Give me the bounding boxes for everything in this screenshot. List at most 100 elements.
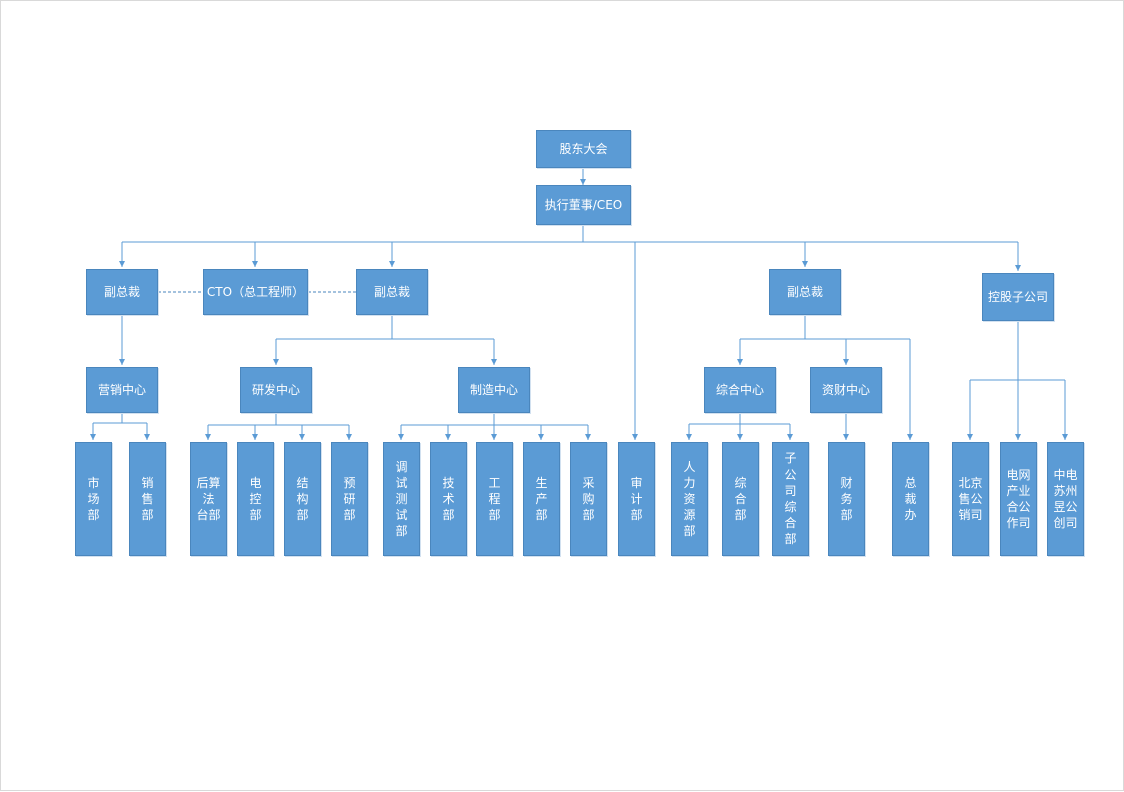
label-char: 合 <box>734 491 747 506</box>
label-row: 创司 <box>1053 516 1078 531</box>
node-ceo[interactable]: 执行董事/CEO <box>536 185 631 225</box>
label-row: 北京 <box>958 475 983 490</box>
node-finance-center[interactable]: 资财中心 <box>810 367 882 413</box>
label-char: 测 <box>395 491 408 506</box>
node-purchase-dept[interactable]: 采购部 <box>570 442 607 556</box>
label-char: 调 <box>395 459 408 474</box>
node-holding-subsidiary[interactable]: 控股子公司 <box>982 273 1054 321</box>
node-vp-mid[interactable]: 副总裁 <box>356 269 428 315</box>
label-char: 程 <box>488 491 501 506</box>
node-subsidiary-general-dept[interactable]: 子公司综合部 <box>772 442 809 556</box>
label-char: 财 <box>840 475 853 490</box>
label-row: 销司 <box>958 508 983 523</box>
label-row: 作司 <box>1006 516 1031 531</box>
label-char: 预 <box>343 475 356 490</box>
node-president-office[interactable]: 总裁办 <box>892 442 929 556</box>
node-rd-center[interactable]: 研发中心 <box>240 367 312 413</box>
label-char: 综 <box>734 475 747 490</box>
label-char: 人 <box>683 459 696 474</box>
label-char: 裁 <box>904 491 917 506</box>
node-debug-test-dept[interactable]: 调试测试部 <box>383 442 420 556</box>
label-char: 部 <box>343 508 356 523</box>
label-char: 部 <box>395 524 408 539</box>
node-power-grid-jv-co[interactable]: 电网产业合公作司 <box>1000 442 1037 556</box>
node-pre-research-dept[interactable]: 预研部 <box>331 442 368 556</box>
node-market-dept[interactable]: 市场部 <box>75 442 112 556</box>
label-char: 部 <box>582 508 595 523</box>
label-char: 部 <box>630 508 643 523</box>
node-marketing-center[interactable]: 营销中心 <box>86 367 158 413</box>
node-suzhou-dianyu-co[interactable]: 中电苏州昱公创司 <box>1047 442 1084 556</box>
node-finance-dept[interactable]: 财务部 <box>828 442 865 556</box>
node-sales-dept[interactable]: 销售部 <box>129 442 166 556</box>
label-char: 公 <box>784 467 797 482</box>
label-char: 产 <box>535 491 548 506</box>
label-char: 生 <box>535 475 548 490</box>
label-row: 昱公 <box>1053 500 1078 514</box>
label-char: 办 <box>904 508 917 523</box>
node-production-dept[interactable]: 生产部 <box>523 442 560 556</box>
node-algo-platform-dept[interactable]: 后算法台部 <box>190 442 227 556</box>
node-cto[interactable]: CTO（总工程师） <box>203 269 308 315</box>
label-char: 技 <box>442 475 455 490</box>
label-char: 源 <box>683 508 696 523</box>
label-char: 构 <box>296 491 309 506</box>
label-char: 审 <box>630 475 643 490</box>
label-char: 控 <box>249 491 262 506</box>
label-row: 售公 <box>958 491 983 506</box>
label-row: 中电 <box>1053 467 1078 482</box>
node-audit-dept[interactable]: 审计部 <box>618 442 655 556</box>
label-char: 子 <box>784 451 797 466</box>
node-general-dept[interactable]: 综合部 <box>722 442 759 556</box>
label-char: 务 <box>840 491 853 506</box>
label-char: 部 <box>734 508 747 523</box>
label-char: 术 <box>442 491 455 506</box>
label-char: 场 <box>87 491 100 506</box>
label-char: 研 <box>343 491 356 506</box>
node-electrical-control-dept[interactable]: 电控部 <box>237 442 274 556</box>
node-beijing-sales-co[interactable]: 北京售公销司 <box>952 442 989 556</box>
node-general-center[interactable]: 综合中心 <box>704 367 776 413</box>
label-char: 售 <box>141 491 154 506</box>
label-char: 司 <box>784 483 797 498</box>
node-structure-dept[interactable]: 结构部 <box>284 442 321 556</box>
node-manufacturing-center[interactable]: 制造中心 <box>458 367 530 413</box>
label-char: 资 <box>683 491 696 506</box>
label-char: 购 <box>582 491 595 506</box>
label-char: 部 <box>840 508 853 523</box>
node-shareholders[interactable]: 股东大会 <box>536 130 631 168</box>
label-char: 计 <box>630 491 643 506</box>
label-row: 电网 <box>1006 467 1031 482</box>
label-row: 法 <box>202 491 215 506</box>
label-char: 合 <box>784 516 797 531</box>
node-hr-dept[interactable]: 人力资源部 <box>671 442 708 556</box>
label-char: 试 <box>395 508 408 523</box>
label-char: 部 <box>141 508 154 523</box>
label-char: 力 <box>683 475 696 490</box>
node-vp-right[interactable]: 副总裁 <box>769 269 841 315</box>
label-char: 部 <box>87 508 100 523</box>
label-char: 试 <box>395 475 408 490</box>
label-char: 销 <box>141 475 154 490</box>
label-char: 部 <box>535 508 548 523</box>
label-char: 部 <box>249 508 262 523</box>
label-char: 结 <box>296 475 309 490</box>
node-technology-dept[interactable]: 技术部 <box>430 442 467 556</box>
label-char: 工 <box>488 475 501 490</box>
node-engineering-dept[interactable]: 工程部 <box>476 442 513 556</box>
node-vp-left[interactable]: 副总裁 <box>86 269 158 315</box>
label-char: 部 <box>296 508 309 523</box>
label-row: 合公 <box>1006 500 1031 514</box>
label-char: 采 <box>582 475 595 490</box>
label-row: 产业 <box>1006 483 1031 498</box>
label-char: 电 <box>249 475 262 490</box>
label-row: 后算 <box>196 475 221 490</box>
label-char: 部 <box>488 508 501 523</box>
label-row: 苏州 <box>1053 483 1078 498</box>
label-char: 总 <box>904 475 917 490</box>
label-row: 台部 <box>196 508 221 523</box>
label-char: 部 <box>442 508 455 523</box>
label-char: 市 <box>87 475 100 490</box>
